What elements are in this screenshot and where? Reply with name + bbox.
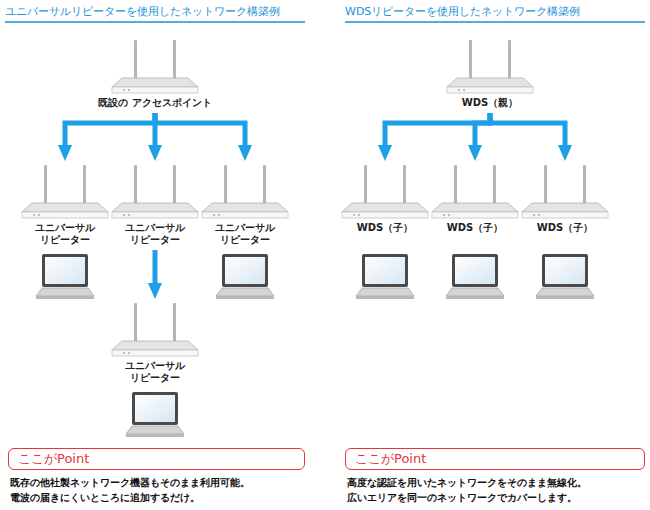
section-title: ユニバーサルリピーターを使用したネットワーク構築例: [5, 4, 280, 19]
laptop-icon: [446, 254, 504, 299]
laptop-icon: [536, 254, 594, 299]
router-icon: [110, 165, 200, 220]
point-box: ここがPoint: [345, 448, 645, 470]
router-node: ユニバーサル リピーター: [105, 165, 205, 246]
router-icon: [110, 40, 200, 95]
router-node: WDS（子）: [425, 165, 525, 234]
device-label: WDS（親）: [420, 97, 560, 109]
point-heading: ここがPoint: [355, 449, 644, 468]
router-icon: [445, 40, 535, 95]
laptop-icon: [216, 254, 274, 299]
device-label: ユニバーサル リピーター: [195, 222, 295, 246]
router-node: ユニバーサル リピーター: [105, 303, 205, 384]
branch-arrow: [385, 113, 490, 151]
branch-arrow: [155, 113, 245, 151]
device-label: WDS（子）: [425, 222, 525, 234]
laptop-icon: [126, 392, 184, 437]
router-node: WDS（子）: [515, 165, 615, 234]
laptop-icon: [356, 254, 414, 299]
device-label: ユニバーサル リピーター: [105, 222, 205, 246]
router-node: 既設の アクセスポイント: [85, 40, 225, 109]
router-node: WDS（子）: [335, 165, 435, 234]
device-label: WDS（子）: [515, 222, 615, 234]
router-icon: [20, 165, 110, 220]
router-icon: [340, 165, 430, 220]
router-icon: [200, 165, 290, 220]
device-label: 既設の アクセスポイント: [85, 97, 225, 109]
device-label: ユニバーサル リピーター: [15, 222, 115, 246]
router-node: ユニバーサル リピーター: [15, 165, 115, 246]
router-node: ユニバーサル リピーター: [195, 165, 295, 246]
router-icon: [520, 165, 610, 220]
title-underline: [345, 21, 645, 23]
section-title: WDSリピーターを使用したネットワーク構築例: [345, 4, 580, 19]
router-icon: [110, 303, 200, 358]
point-note: 高度な認証を用いたネットワークをそのまま無線化。: [347, 476, 587, 490]
point-note: 電波の届きにくいところに追加するだけ。: [10, 491, 200, 505]
point-heading: ここがPoint: [18, 449, 304, 468]
device-label: WDS（子）: [335, 222, 435, 234]
point-note: 広いエリアを同一のネットワークでカバーします。: [347, 491, 577, 505]
point-note: 既存の他社製ネットワーク機器もそのまま利用可能。: [10, 476, 250, 490]
point-box: ここがPoint: [8, 448, 305, 470]
router-node: WDS（親）: [420, 40, 560, 109]
title-underline: [5, 21, 305, 23]
branch-arrow: [65, 113, 155, 151]
branch-arrow: [490, 113, 565, 151]
router-icon: [430, 165, 520, 220]
laptop-icon: [36, 254, 94, 299]
branch-arrow: [153, 250, 158, 289]
device-label: ユニバーサル リピーター: [105, 360, 205, 384]
